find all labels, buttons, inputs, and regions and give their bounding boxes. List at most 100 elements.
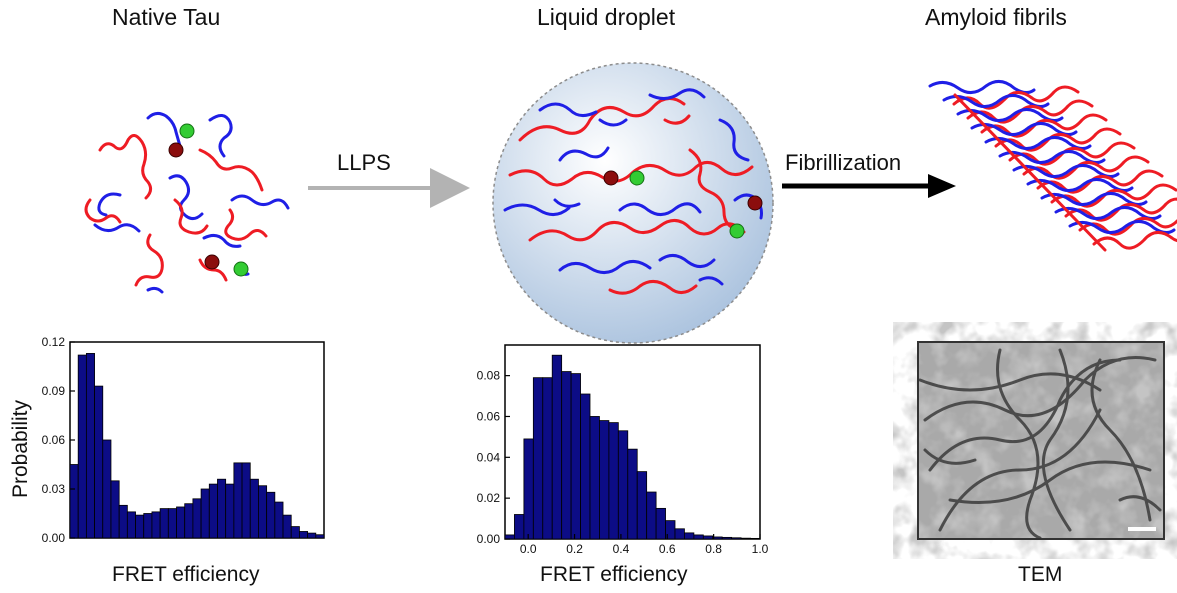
histogram-bar (542, 377, 553, 540)
y-tick-label: 0.04 (477, 450, 501, 464)
title-amyloid-fibrils: Amyloid fibrils (925, 4, 1067, 30)
histogram-bar (225, 483, 235, 539)
fibril-strand (1050, 183, 1177, 208)
histogram-bar (274, 501, 284, 539)
histogram-bar (69, 464, 79, 539)
x-tick-label: 0.0 (520, 542, 537, 556)
histogram-bar (307, 532, 317, 539)
fibril-strand (994, 127, 1122, 152)
histogram-bar (208, 483, 218, 539)
fibril-strand (1008, 141, 1136, 166)
fibril-axis (953, 93, 1107, 252)
llps-label: LLPS (337, 150, 391, 175)
histogram-bar (184, 503, 194, 539)
native-tau-chains (84, 111, 290, 294)
histogram-bar (85, 353, 95, 539)
x-tick-label: 0.8 (705, 542, 722, 556)
histogram-bar (514, 514, 525, 540)
histogram-bar (176, 506, 186, 539)
donor-dye (747, 195, 763, 211)
histogram-bar (532, 377, 544, 540)
fibril-strand (1078, 217, 1177, 236)
histogram-bar (200, 488, 210, 539)
histogram-bar (241, 462, 251, 539)
histogram-bar (504, 534, 515, 540)
y-tick-label: 0.08 (477, 369, 501, 383)
acceptor-dye (233, 261, 249, 277)
histogram-bar (646, 491, 657, 540)
y-tick-label: 0.12 (42, 335, 66, 349)
native-tau-dyes (168, 123, 249, 277)
histogram-bar (290, 526, 300, 539)
histogram-bar (580, 393, 591, 540)
x-axis-label-droplet: FRET efficiency (540, 563, 688, 586)
x-tick-label: 1.0 (752, 542, 769, 556)
donor-dye (204, 254, 220, 270)
y-tick-label: 0.06 (477, 409, 501, 423)
histogram-bar (655, 507, 666, 540)
histogram-bar (118, 504, 128, 539)
x-tick-label: 0.6 (659, 542, 676, 556)
fibril-strand (952, 85, 1080, 110)
histogram-bar (636, 471, 648, 540)
histogram-bar (561, 371, 572, 540)
title-native-tau: Native Tau (112, 4, 221, 30)
histogram-bar (523, 438, 534, 540)
histogram-bar (731, 537, 742, 540)
y-tick-label: 0.00 (477, 532, 501, 546)
histogram-bar (233, 462, 243, 539)
fibrillization-label: Fibrillization (785, 150, 902, 175)
histogram-bar (151, 511, 161, 539)
histogram-bar (299, 531, 309, 539)
histogram-bar (693, 534, 704, 540)
histogram-bar (135, 514, 145, 539)
histogram-bar (750, 537, 761, 540)
histogram-bar (167, 508, 177, 539)
scale-bar (1128, 527, 1156, 531)
y-axis-label-native: Probability (9, 399, 33, 499)
histogram-bar (77, 354, 87, 539)
title-liquid-droplet: Liquid droplet (537, 4, 676, 30)
histogram-bar (249, 478, 259, 539)
acceptor-dye (729, 223, 745, 239)
histogram-bar (258, 485, 268, 539)
histogram-bar (608, 422, 619, 540)
histogram-bar (143, 513, 153, 539)
amyloid-fibril (928, 80, 1177, 252)
histogram-bar (102, 439, 112, 539)
histogram-bar (110, 480, 120, 539)
tem-label: TEM (1018, 563, 1063, 586)
histogram-bar (684, 532, 695, 540)
y-tick-label: 0.09 (42, 384, 66, 398)
donor-dye (168, 142, 184, 158)
histogram-bar (599, 420, 610, 540)
tem-image (917, 341, 1165, 540)
acceptor-dye (629, 170, 645, 186)
histogram-native: 0.000.030.060.090.12 (42, 335, 325, 545)
histogram-bar (702, 535, 714, 540)
acceptor-dye (179, 123, 195, 139)
fibril-strand (1036, 169, 1164, 194)
x-tick-label: 0.2 (566, 542, 583, 556)
histogram-bar (282, 514, 292, 539)
histogram-bar (94, 385, 104, 539)
fibrillization-arrow (782, 174, 956, 198)
fibril-strand (980, 113, 1108, 138)
x-tick-label: 0.4 (613, 542, 630, 556)
histogram-bar (551, 354, 563, 540)
histogram-bar (159, 508, 169, 539)
histogram-bar (674, 528, 685, 540)
fibril-strand (966, 99, 1094, 124)
histogram-bar (315, 534, 325, 539)
fibril-strand (1092, 231, 1177, 250)
histogram-bar (570, 373, 581, 540)
y-tick-label: 0.03 (42, 482, 66, 496)
histogram-bar (740, 537, 751, 540)
y-tick-label: 0.00 (42, 531, 66, 545)
histogram-bar (126, 511, 136, 539)
fibril-strand (1064, 197, 1177, 222)
liquid-droplet (492, 62, 774, 344)
x-axis-label-native: FRET efficiency (112, 563, 260, 586)
histogram-bar (617, 430, 629, 540)
